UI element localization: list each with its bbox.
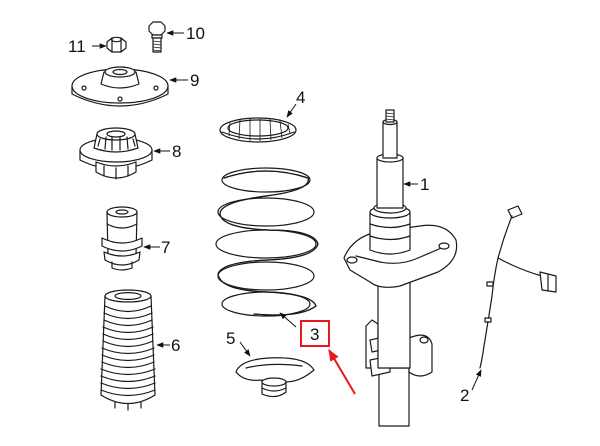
bump-stop-part[interactable]	[101, 206, 143, 271]
callout-7: 7	[161, 238, 170, 257]
callout-8: 8	[172, 142, 181, 161]
strut-bearing-part[interactable]	[79, 127, 153, 180]
coil-spring-part[interactable]	[215, 167, 319, 317]
callout-5: 5	[226, 329, 235, 348]
callout-6: 6	[171, 336, 180, 355]
callout-10: 10	[186, 24, 205, 43]
callout-3-highlight-box	[300, 320, 330, 347]
callout-11: 11	[68, 37, 86, 56]
dust-boot-part[interactable]	[100, 289, 156, 411]
callout-2: 2	[460, 386, 469, 405]
strut-mount-part[interactable]	[71, 66, 169, 107]
callout-1: 1	[420, 175, 429, 194]
bolt-part[interactable]	[148, 21, 166, 53]
highlight-arrow	[328, 348, 356, 395]
callout-3: 3	[310, 325, 319, 344]
callout-4: 4	[296, 88, 305, 107]
upper-spring-seat-part[interactable]	[219, 117, 297, 143]
nut-part[interactable]	[106, 36, 127, 53]
abs-sensor-wire-part[interactable]	[479, 205, 557, 369]
callout-9: 9	[190, 71, 199, 90]
lower-spring-seat-part[interactable]	[235, 357, 315, 398]
strut-assembly-part[interactable]	[343, 109, 458, 427]
